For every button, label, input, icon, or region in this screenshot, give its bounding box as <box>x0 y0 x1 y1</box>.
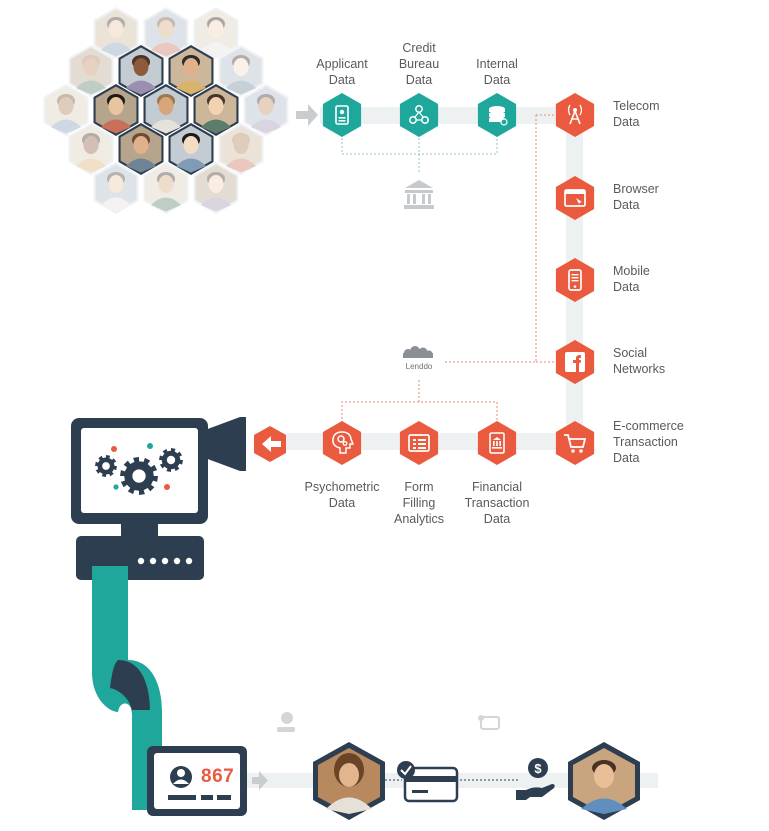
person-portrait <box>43 84 89 136</box>
behavioral-source-node-1 <box>399 421 439 465</box>
person-portrait <box>218 123 264 175</box>
pipeline-track <box>238 107 658 788</box>
node-label: Applicant Data <box>316 57 368 87</box>
scoring-computer <box>71 417 246 580</box>
person-portrait <box>93 162 139 214</box>
node-label: Telecom Data <box>613 99 660 129</box>
person-portrait <box>193 7 239 59</box>
person-portrait <box>193 84 239 136</box>
shopping-cart-icon <box>564 434 587 453</box>
person-portrait <box>118 45 164 97</box>
credit-score: 867 <box>201 766 235 787</box>
people-honeycomb <box>43 7 289 214</box>
alternative-source-node-1 <box>555 176 595 220</box>
dollar-hand-icon: $ <box>516 758 555 800</box>
facebook-icon <box>565 352 585 372</box>
alternative-source-node-3 <box>555 340 595 384</box>
node-label: Financial Transaction Data <box>464 480 530 526</box>
brand-name: Lenddo <box>405 362 433 371</box>
person-portrait <box>68 123 114 175</box>
bank-icon <box>404 180 434 209</box>
traditional-source-node-0 <box>322 93 362 137</box>
node-label: Internal Data <box>476 57 518 87</box>
node-label: Mobile Data <box>613 264 650 294</box>
arrow-to-computer-node <box>254 426 286 462</box>
browser-window-icon <box>564 189 586 207</box>
data-source-nodes <box>322 93 595 465</box>
node-label: Psychometric Data <box>304 480 380 510</box>
traditional-source-node-1 <box>399 93 439 137</box>
person-portrait <box>143 84 189 136</box>
cell-tower-icon <box>567 104 583 125</box>
person-portrait <box>118 123 164 175</box>
person-portrait <box>168 45 214 97</box>
person-portrait <box>168 123 214 175</box>
alternative-source-node-4 <box>555 421 595 465</box>
person-portrait <box>218 45 264 97</box>
person-portrait <box>193 162 239 214</box>
traditional-source-node-2 <box>477 93 517 137</box>
applicant-form-icon <box>335 105 349 125</box>
person-portrait <box>93 7 139 59</box>
behavioral-source-node-2 <box>322 421 362 465</box>
person-portrait <box>143 162 189 214</box>
alternative-source-node-2 <box>555 258 595 302</box>
computer-indicator-dots <box>137 557 193 565</box>
money-hand-icon <box>277 712 295 732</box>
score-card <box>147 746 247 816</box>
node-label: Social Networks <box>613 346 666 376</box>
borrower-portrait-man <box>568 742 640 820</box>
mobile-phone-icon <box>568 269 582 291</box>
financial-document-icon <box>489 432 505 454</box>
head-gears-icon <box>332 431 355 454</box>
card-small-icon <box>478 715 500 730</box>
form-list-icon <box>408 434 430 452</box>
arrow-to-borrower <box>252 771 268 790</box>
borrower-portrait-woman <box>313 742 385 820</box>
gears-icon <box>95 443 183 495</box>
credit-card-icon <box>397 761 459 803</box>
node-label: Credit Bureau Data <box>398 41 440 87</box>
person-portrait <box>68 45 114 97</box>
node-label: E-commerce Transaction Data <box>613 419 684 465</box>
node-label: Browser Data <box>613 182 659 212</box>
person-portrait <box>243 84 289 136</box>
database-icon <box>489 106 508 126</box>
svg-text:$: $ <box>534 761 542 776</box>
person-portrait <box>93 84 139 136</box>
alternative-source-node-0 <box>555 93 595 137</box>
node-label: Form Filling Analytics <box>393 480 445 526</box>
lenddo-logo-icon <box>403 346 433 358</box>
network-nodes-icon <box>409 105 429 124</box>
behavioral-source-node-0 <box>477 421 517 465</box>
arrow-to-pipeline <box>296 104 318 126</box>
person-portrait <box>143 7 189 59</box>
